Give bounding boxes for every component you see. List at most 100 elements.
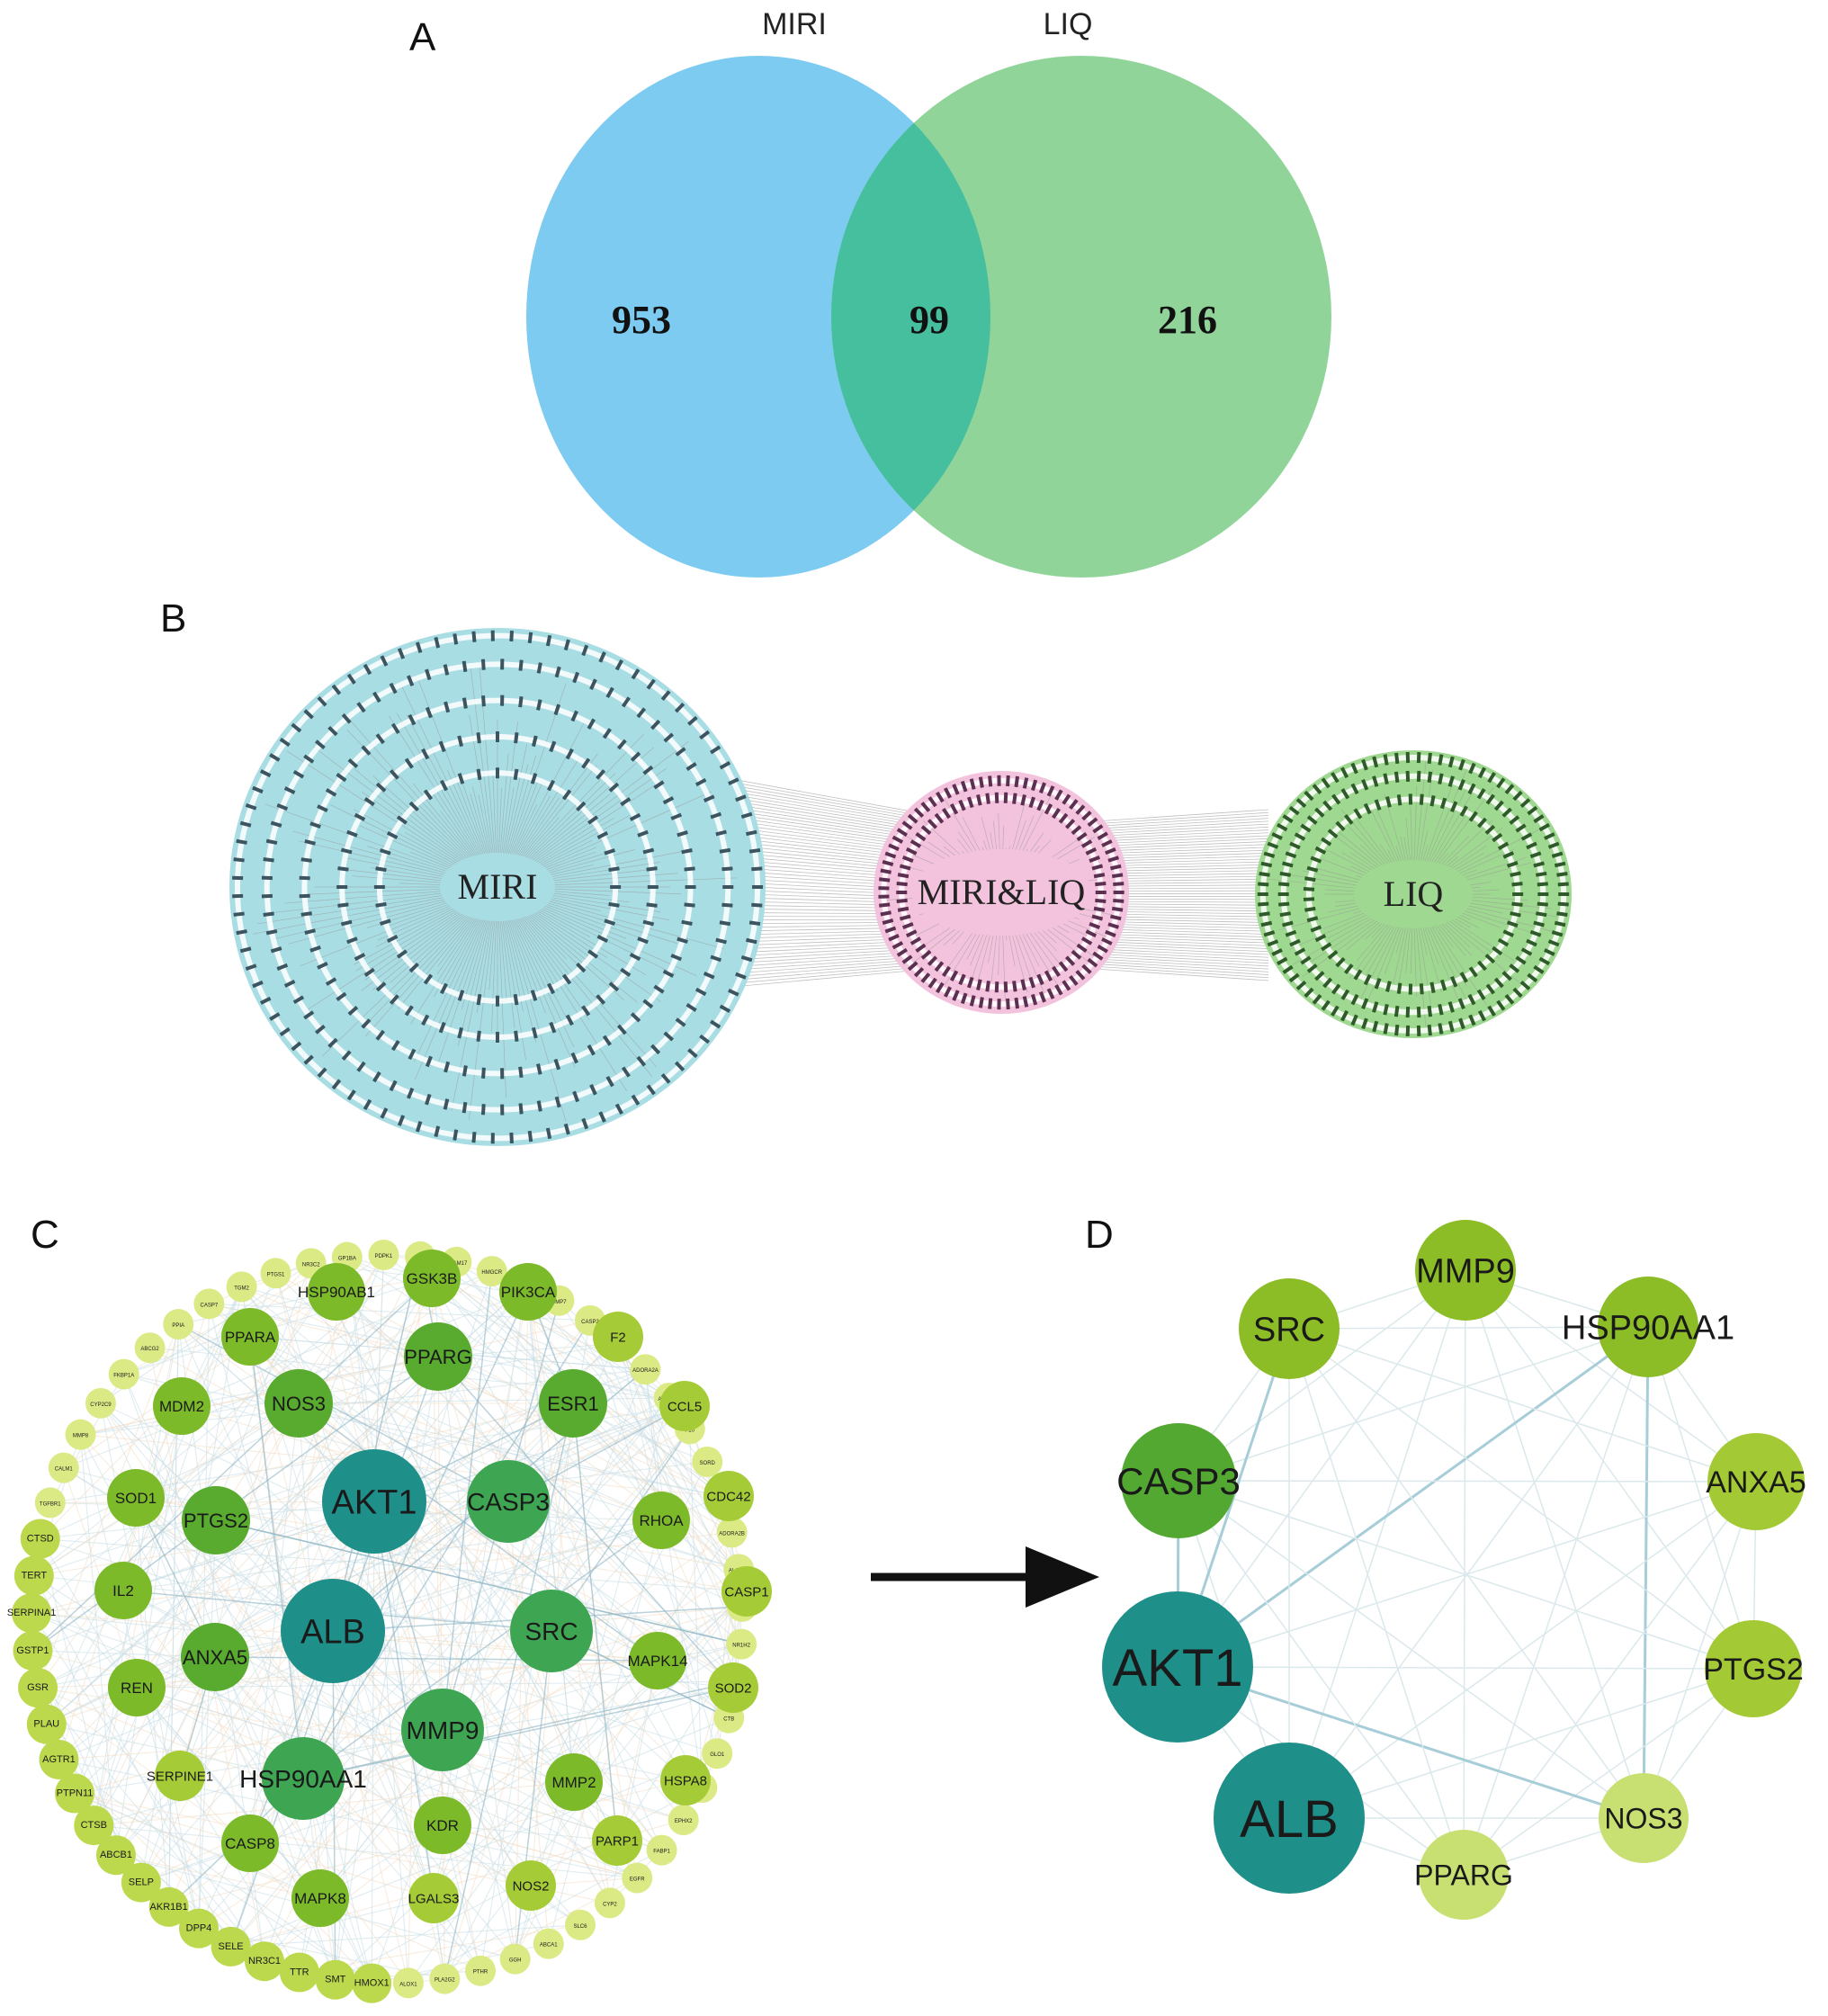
target-node — [386, 935, 399, 944]
ppi-edge — [122, 1257, 348, 1591]
ppi-edge — [507, 1501, 663, 1850]
target-node — [1544, 948, 1555, 956]
target-node — [1457, 998, 1465, 1010]
target-node — [969, 778, 976, 790]
target-node — [1476, 788, 1486, 800]
ppi-node-peripheral-label: EPHX2 — [675, 1819, 693, 1824]
target-node — [650, 719, 661, 730]
target-node — [958, 799, 966, 811]
target-node — [1267, 841, 1279, 849]
target-node — [303, 1054, 314, 1065]
target-node — [1537, 882, 1548, 887]
target-node — [279, 1026, 291, 1037]
target-node — [1515, 823, 1527, 833]
target-node — [1091, 864, 1104, 871]
target-node — [1512, 892, 1524, 896]
ppi-node-peripheral-label: BMP7 — [551, 1300, 567, 1305]
ppi-node-peripheral — [594, 1887, 625, 1919]
target-node — [882, 918, 894, 926]
target-node — [1091, 914, 1104, 921]
target-node — [1340, 788, 1350, 800]
ppi-node-peripheral — [564, 1909, 596, 1940]
ppi-node-peripheral — [352, 1963, 392, 2003]
target-node — [423, 973, 434, 985]
target-node — [423, 789, 434, 801]
target-node — [363, 663, 372, 676]
target-node — [1097, 945, 1108, 954]
hub-label-miri: MIRI — [458, 866, 538, 907]
ppi-edge-strong — [437, 1356, 734, 1689]
hub-node — [1121, 1423, 1236, 1538]
target-node — [1107, 856, 1120, 863]
ppi-node-peripheral — [13, 1555, 54, 1596]
ppi-node-peripheral-label: SORD — [700, 1461, 716, 1466]
target-node — [1109, 914, 1122, 921]
target-node — [988, 998, 993, 1009]
target-node — [604, 848, 616, 856]
target-node — [390, 722, 400, 735]
ppi-edge — [123, 1277, 433, 1375]
ppi-node-peripheral — [65, 1419, 96, 1450]
ppi-node — [401, 1689, 484, 1771]
target-node — [653, 780, 665, 790]
arrow-c-to-d — [871, 1546, 1099, 1608]
target-node — [936, 791, 945, 803]
ppi-node-label: HSPA8 — [664, 1773, 707, 1788]
target-node — [1361, 778, 1369, 791]
target-node — [685, 885, 696, 889]
hub-edge — [1178, 1326, 1649, 1482]
target-node — [1289, 841, 1301, 850]
target-node — [1416, 1025, 1421, 1036]
hub-node-label: ALB — [1240, 1790, 1339, 1849]
ppi-node-peripheral-label: CASP2 — [581, 1320, 599, 1325]
hub-edge — [1177, 1325, 1649, 1669]
target-node — [490, 630, 495, 641]
target-node — [518, 659, 524, 671]
target-node — [300, 911, 312, 917]
target-node — [608, 866, 620, 873]
target-node — [694, 777, 707, 787]
target-node — [721, 866, 733, 872]
target-node — [913, 807, 925, 819]
target-node — [920, 949, 932, 960]
target-node — [880, 868, 892, 874]
target-node — [1343, 813, 1354, 825]
target-node — [1046, 988, 1055, 999]
target-node — [882, 859, 894, 866]
target-node — [1501, 807, 1512, 818]
target-node — [642, 847, 655, 855]
target-node — [1340, 766, 1349, 779]
ppi-node-peripheral-label: EGFR — [630, 1877, 645, 1882]
ppi-edge — [79, 1434, 117, 1856]
target-node — [340, 919, 353, 927]
target-node — [518, 1066, 524, 1079]
hub-edge — [1288, 1328, 1644, 1819]
target-node — [476, 993, 482, 1006]
target-node — [1497, 841, 1510, 851]
hub-edge — [1647, 1326, 1754, 1670]
ppi-node-label: CASP3 — [467, 1488, 550, 1516]
target-node — [1304, 906, 1316, 912]
target-node — [901, 954, 913, 964]
target-node — [363, 797, 375, 807]
target-node — [341, 1050, 352, 1062]
target-node — [408, 801, 419, 812]
target-node — [514, 731, 519, 744]
target-node — [1321, 942, 1332, 952]
target-node — [1278, 882, 1290, 887]
target-node — [407, 675, 415, 687]
hub-node-label: ANXA5 — [1706, 1465, 1806, 1500]
target-node — [457, 773, 465, 784]
target-node — [341, 712, 352, 724]
cluster-edge — [470, 668, 498, 888]
target-node — [1095, 898, 1107, 903]
target-node — [536, 699, 542, 711]
target-node — [907, 813, 918, 824]
target-node — [896, 828, 908, 838]
venn-set-label-liq: LIQ — [1044, 7, 1093, 41]
ppi-node-peripheral-label: DPP4 — [186, 1923, 212, 1934]
target-node — [699, 1034, 711, 1044]
ppi-node-peripheral-label: MMP8 — [73, 1434, 89, 1439]
ppi-node — [506, 1860, 556, 1911]
target-node — [331, 684, 342, 695]
